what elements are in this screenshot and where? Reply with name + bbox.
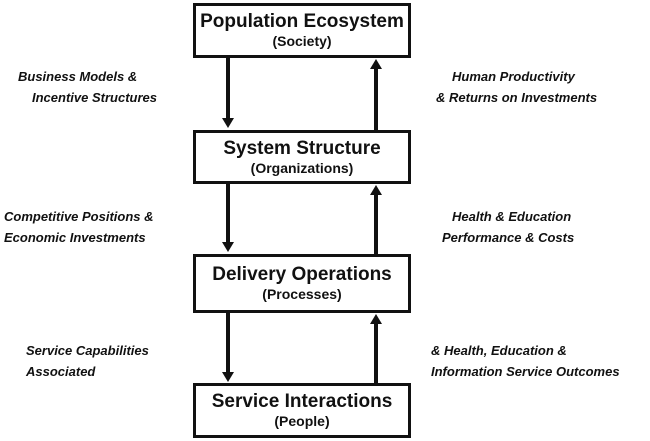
- label-line: Health & Education: [452, 209, 572, 224]
- up-label-3: & Health, Education & Information Servic…: [431, 340, 620, 382]
- box-title: Delivery Operations: [212, 264, 392, 285]
- label-line: & Health, Education &: [431, 343, 567, 358]
- down-label-3: Service Capabilities Associated: [26, 340, 149, 382]
- down-label-2: Competitive Positions & Economic Investm…: [4, 206, 154, 248]
- label-line: Human Productivity: [452, 69, 575, 84]
- box-title: Population Ecosystem: [200, 11, 404, 32]
- label-line: & Returns on Investments: [436, 90, 598, 105]
- label-line: Incentive Structures: [32, 90, 157, 105]
- down-label-1: Business Models & Incentive Structures: [18, 66, 157, 108]
- label-line: Service Capabilities: [26, 343, 149, 358]
- box-subtitle: (People): [274, 413, 330, 429]
- box-delivery-operations: Delivery Operations (Processes): [193, 254, 411, 313]
- box-subtitle: (Organizations): [250, 159, 354, 176]
- label-line: Performance & Costs: [442, 230, 575, 245]
- label-line: Economic Investments: [4, 230, 146, 245]
- label-line: Business Models &: [18, 69, 138, 84]
- box-title: System Structure: [223, 137, 381, 159]
- box-subtitle: (Society): [272, 33, 332, 49]
- label-line: Associated: [26, 364, 96, 379]
- label-line: Competitive Positions &: [4, 209, 154, 224]
- box-title: Service Interactions: [211, 391, 393, 412]
- box-subtitle: (Processes): [262, 286, 342, 302]
- box-population-ecosystem: Population Ecosystem (Society): [193, 3, 411, 58]
- box-service-interactions: Service Interactions (People): [193, 383, 411, 438]
- up-label-1: Human Productivity & Returns on Investme…: [436, 66, 597, 108]
- box-system-structure: System Structure (Organizations): [193, 130, 411, 184]
- up-label-2: Health & Education Performance & Costs: [442, 206, 574, 248]
- label-line: Information Service Outcomes: [431, 364, 620, 379]
